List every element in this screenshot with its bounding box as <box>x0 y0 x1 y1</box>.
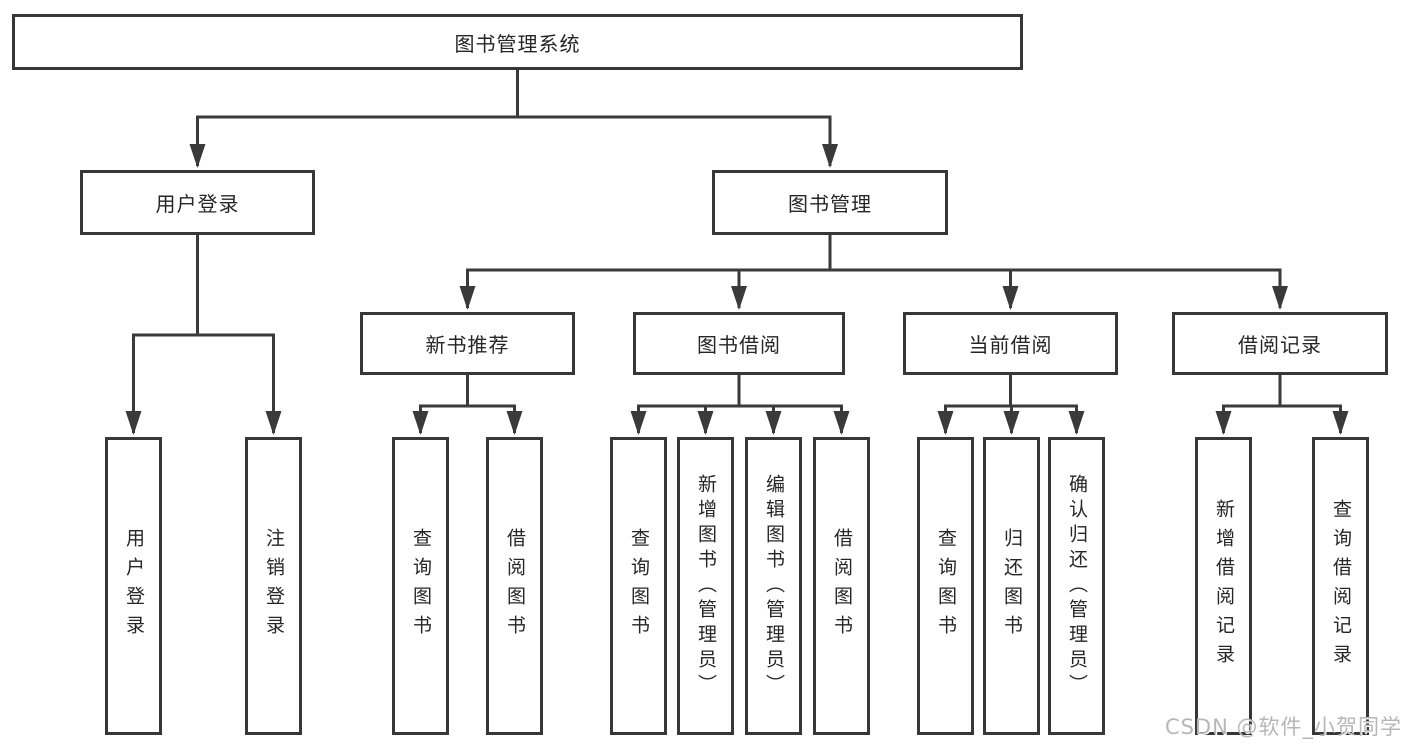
connector-root-to-level2 <box>189 70 838 168</box>
node-user-login: 用户登录 <box>80 170 315 235</box>
connector-current-borrowing-children <box>937 375 1085 435</box>
node-new-book-recommendation: 新书推荐 <box>360 312 575 375</box>
connector-book-borrowing-children <box>630 375 850 435</box>
leaf-user-login: 用户登录 <box>105 437 162 735</box>
connector-new-book-recommendation-children <box>412 375 523 435</box>
node-current-borrowing: 当前借阅 <box>903 312 1118 375</box>
leaf-query-books-borrowing: 查询图书 <box>610 437 667 735</box>
leaf-edit-books-admin: 编辑图书（管理员） <box>745 437 802 735</box>
leaf-borrow-books-borrowing: 借阅图书 <box>813 437 870 735</box>
leaf-confirm-return-admin: 确认归还（管理员） <box>1048 437 1105 735</box>
connector-borrowing-records-children <box>1215 375 1349 435</box>
node-borrowing-records: 借阅记录 <box>1172 312 1388 375</box>
node-library-management-system: 图书管理系统 <box>12 14 1023 70</box>
leaf-add-books-admin: 新增图书（管理员） <box>677 437 734 735</box>
leaf-borrow-books-recommend: 借阅图书 <box>486 437 543 735</box>
leaf-return-books: 归还图书 <box>983 437 1040 735</box>
csdn-watermark: CSDN @软件_小贺同学 <box>1164 715 1402 739</box>
leaf-query-borrow-record: 查询借阅记录 <box>1312 437 1369 735</box>
leaf-query-books-current: 查询图书 <box>917 437 974 735</box>
connector-user-login-children <box>125 235 282 435</box>
connector-book-management-children <box>459 235 1288 310</box>
node-book-management: 图书管理 <box>712 170 948 235</box>
leaf-add-borrow-record: 新增借阅记录 <box>1195 437 1252 735</box>
leaf-query-books-recommend: 查询图书 <box>392 437 449 735</box>
leaf-logout: 注销登录 <box>245 437 302 735</box>
node-book-borrowing: 图书借阅 <box>633 312 845 375</box>
